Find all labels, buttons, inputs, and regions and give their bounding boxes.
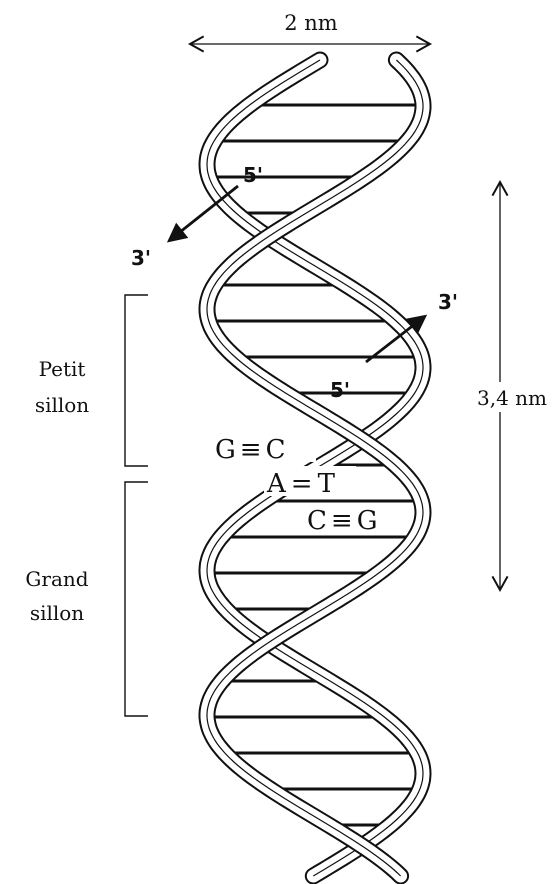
base-pair-cg: C≡G [304,503,408,536]
minor-groove-label-line1: Petit [39,357,86,381]
base-g2: G [357,506,378,536]
major-groove-label-line2: sillon [30,601,84,625]
width-dimension: 2 nm [190,11,430,44]
triple-bond-2: ≡ [331,506,353,536]
base-c2: C [307,506,327,536]
minor-groove-label-line2: sillon [35,393,89,417]
triple-bond: ≡ [240,435,262,465]
svg-text:C≡G: C≡G [307,506,377,536]
base-pair-gc: G≡C [212,432,316,465]
major-groove-label-line1: Grand [25,567,88,591]
svg-text:G≡C: G≡C [215,435,285,465]
major-groove-bracket: Grand sillon [25,482,148,716]
top-three-prime-label: 3' [131,246,151,270]
bottom-three-prime-label: 3' [438,290,458,314]
base-c: C [266,435,286,465]
svg-text:A=T: A=T [266,469,336,499]
pitch-label: 3,4 nm [477,386,547,410]
strand-direction-bottom: 3' 5' [330,290,458,402]
minor-groove-bracket: Petit sillon [35,295,148,466]
pitch-dimension: 3,4 nm [472,182,555,590]
base-t: T [318,469,336,499]
base-pair-at: A=T [264,466,356,499]
width-label: 2 nm [284,11,338,35]
top-five-prime-label: 5' [243,163,263,187]
base-a: A [266,469,287,499]
bottom-five-prime-label: 5' [330,378,350,402]
base-g: G [215,435,236,465]
double-bond: = [291,469,313,499]
